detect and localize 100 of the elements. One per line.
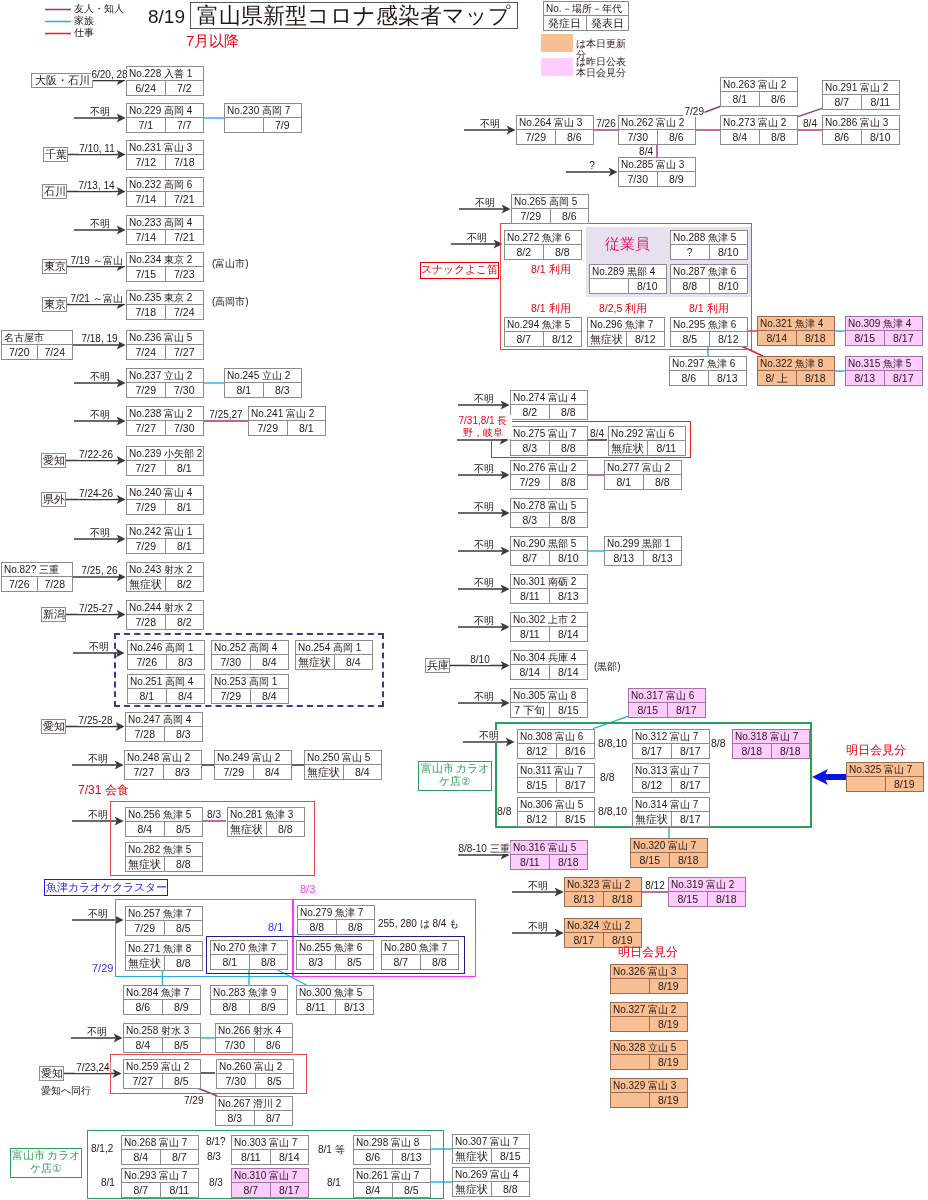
note-label: 8/8 — [711, 737, 726, 749]
report-date: 8/6 — [253, 1038, 292, 1052]
case-box — [296, 985, 374, 1015]
case-box — [123, 1023, 201, 1053]
case-label: No.284 魚津 7 — [124, 986, 200, 1000]
case-box — [517, 729, 595, 759]
case-box — [757, 356, 835, 386]
edge-label: 不明 — [473, 615, 495, 626]
edge-label: 7/13, 14 — [77, 179, 116, 191]
case-box — [510, 460, 588, 490]
arrow — [449, 661, 510, 670]
arrow — [458, 204, 511, 214]
place-name: 県外 — [42, 493, 65, 505]
case-box — [121, 1135, 199, 1165]
case-label: No.261 富山 7 — [354, 1169, 430, 1183]
case-box — [224, 368, 302, 398]
case-box — [125, 941, 203, 971]
subtitle: 7月以降 — [186, 32, 240, 51]
report-date: 8/18 — [770, 744, 809, 758]
case-box — [510, 612, 588, 642]
report-date: 8/17 — [670, 812, 709, 826]
case-label: No.266 射水 4 — [216, 1024, 292, 1038]
connector-line — [797, 129, 823, 131]
case-box — [304, 750, 382, 780]
case-label: No.267 滑川 2 — [216, 1097, 292, 1111]
report-date: 8/8 — [548, 475, 587, 489]
report-date: 8/15 — [555, 812, 594, 826]
case-label: No.294 魚津 5 — [505, 318, 581, 332]
report-date: 7/24 — [164, 305, 203, 319]
key-box — [543, 1, 629, 31]
case-label: No.242 富山 1 — [127, 525, 203, 539]
report-date: 8/7 — [253, 1111, 292, 1125]
report-date: 8/8 — [548, 441, 587, 455]
note-label: 8/1 利用 — [531, 263, 571, 277]
onset-date: 8/3 — [521, 513, 539, 527]
case-label: No.313 富山 7 — [633, 764, 709, 778]
case-box — [732, 729, 810, 759]
edge-label: 不明 — [479, 118, 501, 129]
report-date: 8/17 — [670, 778, 709, 792]
report-date: 8/5 — [254, 1074, 293, 1088]
case-box — [668, 877, 746, 907]
report-date: 8/13 — [548, 589, 587, 603]
case-box — [670, 317, 748, 347]
onset-date: 8/11 — [518, 855, 541, 869]
case-box — [126, 66, 204, 96]
case-label: No.233 高岡 4 — [127, 216, 203, 230]
note-label: 8/1? — [206, 1136, 226, 1147]
onset-date: 8/11 — [518, 627, 541, 641]
case-label: No.309 魚津 4 — [846, 317, 922, 331]
note-label: 8/1 — [268, 921, 284, 933]
arrow — [70, 1033, 123, 1043]
report-date: 8/8 — [548, 405, 587, 419]
report-date: 8/19 — [884, 777, 923, 791]
case-label: No.286 富山 3 — [823, 116, 899, 130]
case-box — [127, 674, 205, 704]
note-label: 8/3 — [300, 883, 316, 895]
onset-date: 7 下旬 — [513, 703, 547, 717]
report-date: 7/24 — [36, 345, 72, 359]
edge-label: 不明 — [87, 908, 109, 919]
report-date: 8/17 — [555, 778, 594, 792]
report-date: 8/18 — [602, 892, 641, 906]
onset-date: 8/6 — [680, 371, 698, 385]
case-label: No.235 東京 2 — [127, 291, 203, 305]
note-label: 8/1,2 — [91, 1143, 114, 1154]
onset-date: 8/3 — [521, 441, 539, 455]
onset-date: 7/29 — [256, 421, 279, 435]
arrow — [73, 378, 126, 388]
onset-date: 無症状 — [297, 655, 333, 669]
case-label: No.251 高岡 4 — [128, 675, 204, 689]
case-box — [510, 650, 588, 680]
connector-line — [834, 330, 846, 332]
arrow — [71, 915, 124, 925]
onset-date: 無症状 — [127, 857, 163, 871]
case-label: No.307 富山 7 — [453, 1135, 529, 1149]
arrow — [71, 816, 124, 826]
report-date: 8/17 — [269, 1183, 308, 1197]
report-date: 8/17 — [883, 331, 922, 345]
case-box — [670, 264, 748, 294]
connector-line — [656, 144, 658, 158]
case-box — [510, 574, 588, 604]
case-box — [604, 536, 682, 566]
edge-label: 不明 — [473, 393, 495, 404]
onset-date: 無症状 — [306, 765, 342, 779]
case-box — [564, 877, 642, 907]
case-label: No.317 富山 6 — [629, 689, 705, 703]
case-label: No.277 富山 2 — [605, 461, 681, 475]
cluster-frame — [206, 936, 465, 974]
case-label: No.327 富山 2 — [611, 1003, 687, 1017]
case-box — [126, 368, 204, 398]
case-label: No.289 黒部 4 — [590, 265, 666, 279]
arrow — [72, 340, 126, 350]
case-label: No.299 黒部 1 — [605, 537, 681, 551]
onset-date: 7/29 — [519, 209, 542, 223]
place-name: 兵庫 — [426, 659, 449, 671]
case-label: No.315 魚津 5 — [846, 357, 922, 371]
onset-date: 7/30 — [626, 130, 649, 144]
case-box — [604, 460, 682, 490]
case-label: No.255 魚津 6 — [297, 941, 373, 955]
onset-date: 8/3 — [307, 955, 325, 969]
arrow — [71, 760, 124, 770]
